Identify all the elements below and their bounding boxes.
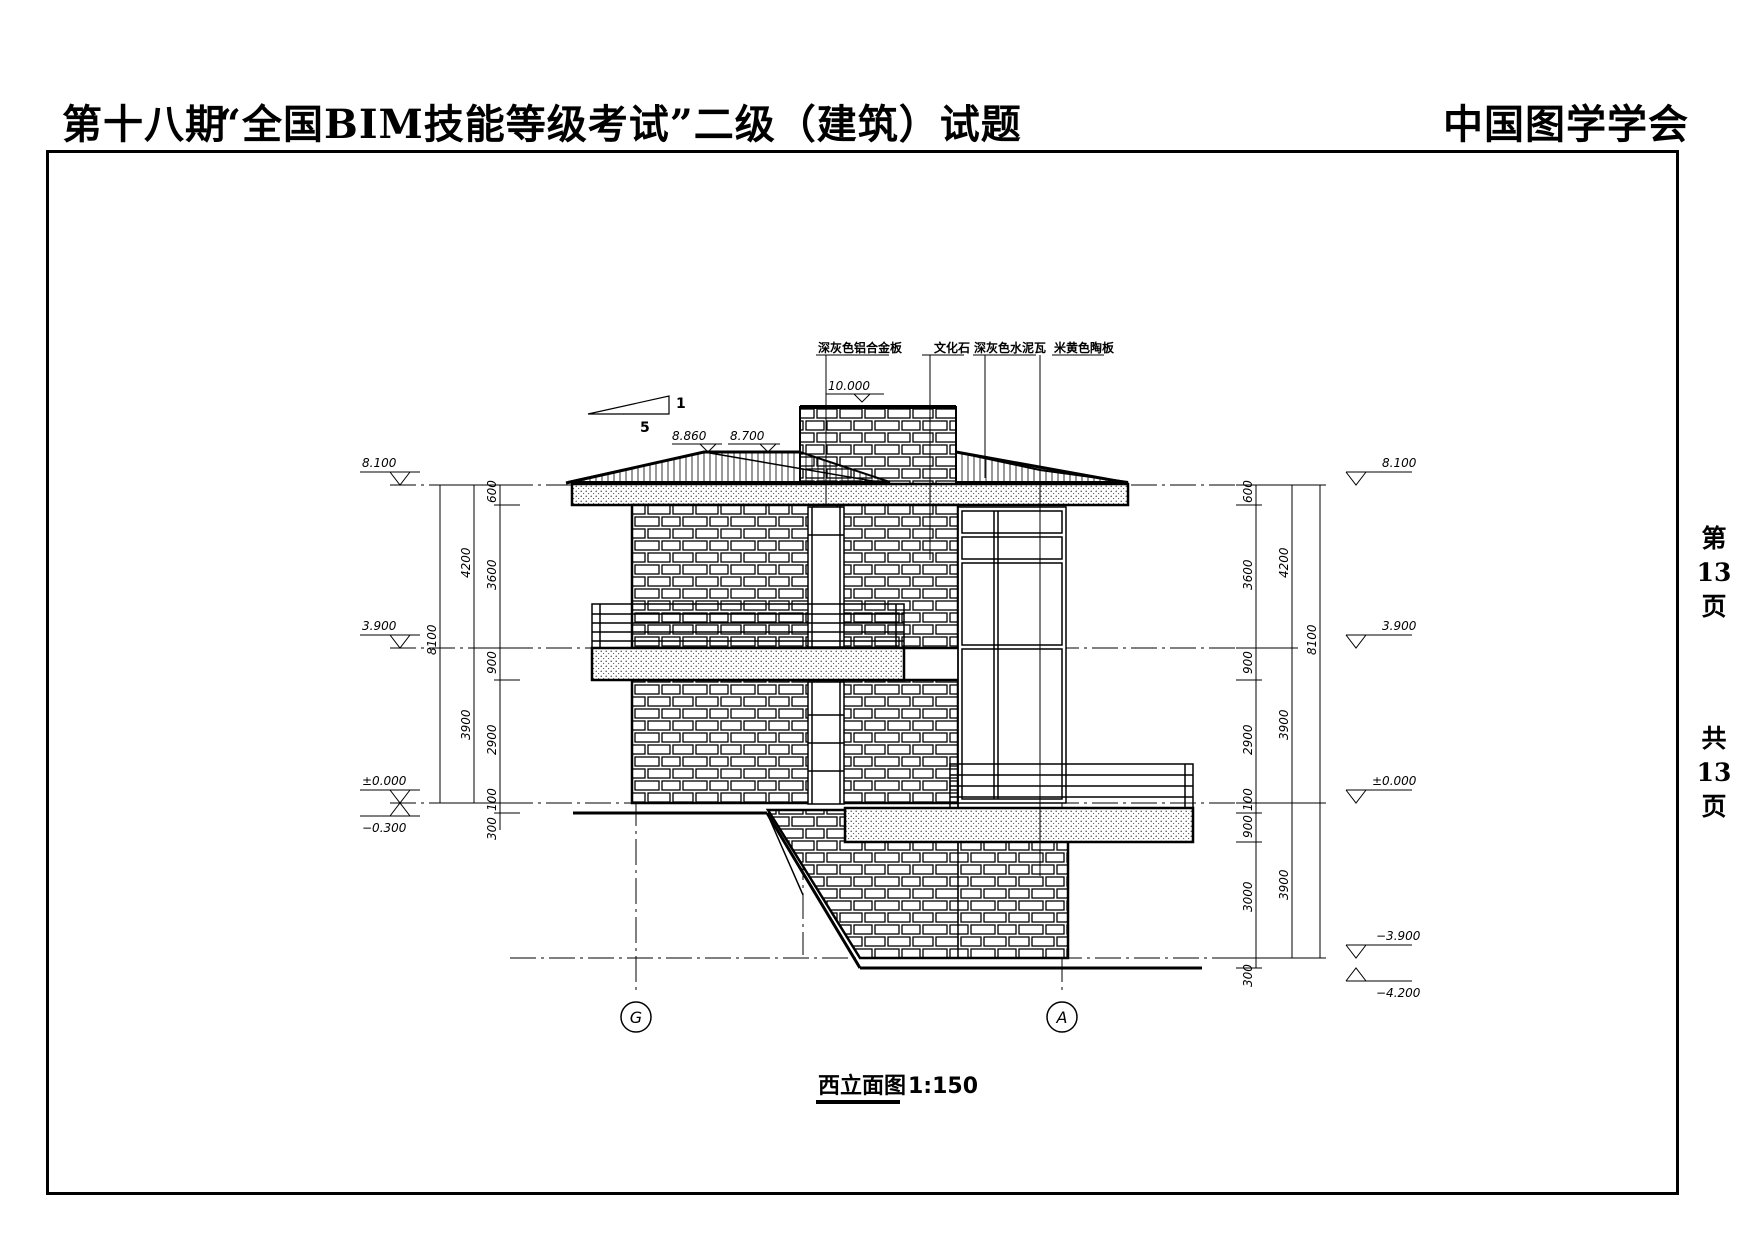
left-elevation-8100: 8.100 [362,456,397,470]
right-elevation-3900: 3.900 [1382,619,1417,633]
right-dim-3000: 3000 [1241,881,1255,912]
right-dim-mid-3900b: 3900 [1277,869,1291,900]
left-dim-600: 600 [485,480,499,503]
drawing-frame [46,150,1679,1195]
right-dim-3600: 3600 [1241,559,1255,590]
left-elevation-markers [360,471,420,817]
mid-stone-wall [630,678,960,805]
page-total-suffix: 页 [1701,792,1727,821]
page-total-value: 13 [1696,758,1732,787]
left-elevation-minus300: −0.300 [362,821,407,835]
axis-label-g: G [630,1008,642,1027]
upper-left-window [807,506,845,648]
lower-left-window [807,681,845,805]
axis-bubble-a [1046,1001,1078,1033]
roof-elevation-ridge2: 8.700 [730,429,765,443]
header-exam-title: “全国BIM技能等级考试”二级（建筑）试题 [218,101,1022,148]
drawing-scale: 1:150 [908,1074,978,1099]
curtain-wall [957,506,1067,804]
roof-elevation-marks [672,393,884,453]
right-dim-900: 900 [1241,651,1255,674]
roof-elevation-top: 10.000 [828,379,870,393]
axis-label-a: A [1056,1008,1068,1027]
right-dim-900b: 900 [1241,815,1255,838]
material-label-tile: 深灰色水泥瓦 [974,340,1046,355]
ground-line [573,811,1202,970]
left-dim-900: 900 [485,651,499,674]
left-elevation-3900: 3.900 [362,619,397,633]
slope-grade-line [766,812,804,896]
right-elevation-8100: 8.100 [1382,456,1417,470]
right-dim-mid-3900: 3900 [1277,709,1291,740]
material-label-ceramic: 米黄色陶板 [1054,340,1115,355]
header-organization: 中国图学学会 [1443,101,1689,148]
page-number-prefix: 第 [1701,524,1727,553]
right-dim-2900: 2900 [1241,724,1255,755]
left-dim-2900: 2900 [485,724,499,755]
right-dim-outer-8100: 8100 [1305,624,1319,655]
left-dim-mid-3900: 3900 [459,709,473,740]
right-elevation-minus3900: −3.900 [1376,929,1421,943]
balcony-railing-upper [591,603,905,649]
page-number: 第 13 页 [1694,522,1734,624]
right-dim-600: 600 [1241,480,1255,503]
right-dimension-lines [1236,484,1326,969]
roof-elevation-ridge1: 8.860 [672,429,707,443]
right-elevation-minus4200: −4.200 [1376,986,1421,1000]
drawing-title: 西立面图 [818,1073,906,1099]
left-dim-100: 100 [485,788,499,811]
left-dim-300: 300 [485,817,499,840]
roof-ridge-line [703,451,891,485]
balcony-slab-upper [590,646,906,682]
slope-rise: 1 [676,396,686,412]
page-number-value: 13 [1696,558,1732,587]
page-total: 共 13 页 [1694,722,1734,824]
page-total-prefix: 共 [1701,724,1727,753]
right-dim-300: 300 [1241,964,1255,987]
roof-slab [570,482,1130,507]
left-dimension-lines [434,484,520,830]
material-leaders [816,354,1104,876]
slope-indicator [587,395,670,415]
right-elevation-markers [1345,471,1412,982]
left-dim-mid-4200: 4200 [459,547,473,578]
header-issue: 第十八期 [62,101,226,148]
material-label-aluminum: 深灰色铝合金板 [818,340,903,355]
left-dim-outer-8100: 8100 [425,624,439,655]
slope-run: 5 [640,420,650,436]
left-dim-3600: 3600 [485,559,499,590]
material-label-culture-stone: 文化石 [934,340,970,355]
right-dim-100: 100 [1241,788,1255,811]
right-elevation-0: ±0.000 [1372,774,1417,788]
terrace-slab [843,806,1195,844]
right-dim-mid-4200: 4200 [1277,547,1291,578]
terrace-railing [949,763,1194,809]
axis-bubble-g [620,1001,652,1033]
page-number-suffix: 页 [1701,592,1727,621]
upper-stone-wall [630,503,960,650]
left-elevation-0: ±0.000 [362,774,407,788]
